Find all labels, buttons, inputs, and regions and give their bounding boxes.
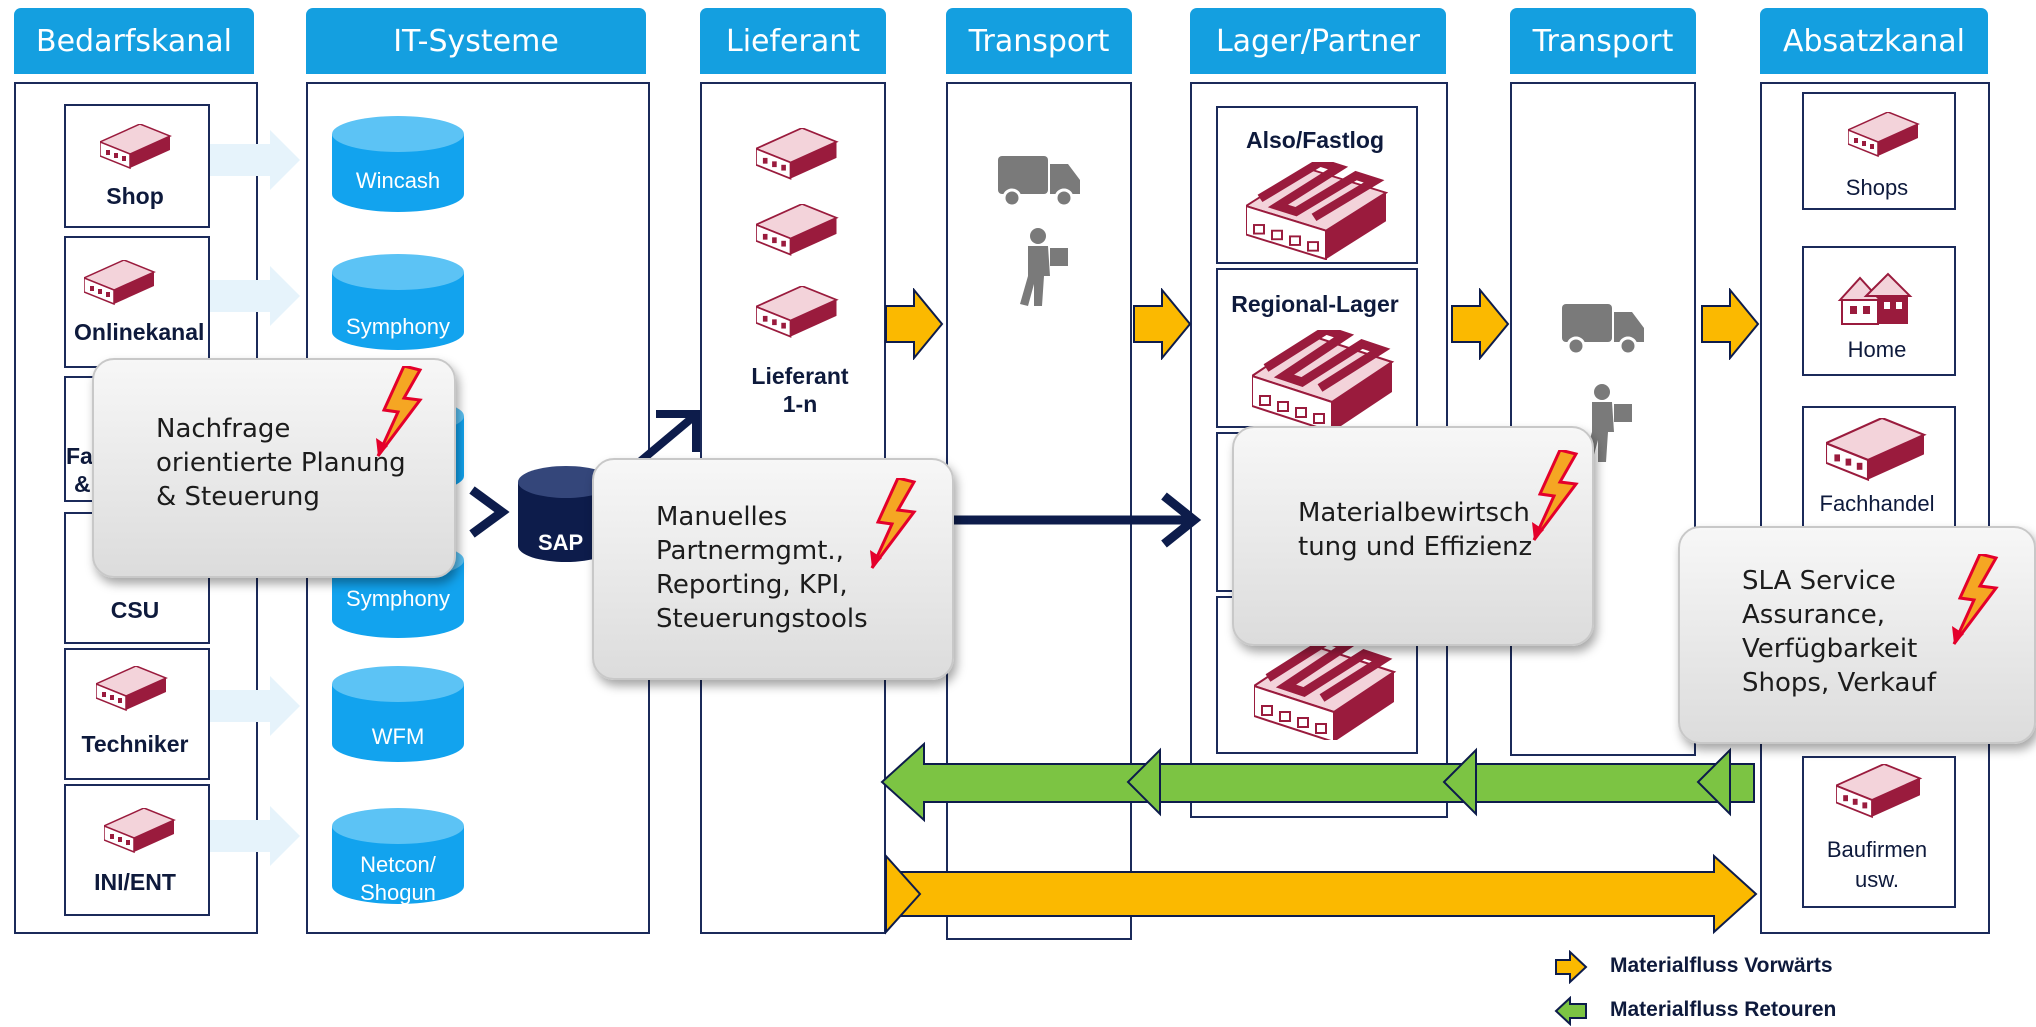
lieferant-label-count: 1-n [782,391,818,417]
bedarf-label-ini-ent: INI/ENT [94,869,176,895]
building-icon [84,260,155,305]
callout-manuelles-line-4: Steuerungstools [656,604,868,634]
db-label-symphony-1: Symphony [346,314,450,339]
truck-icon [998,156,1082,208]
callout-sla-line-2: Assurance, [1742,600,1886,630]
bedarf-label-amp: & [74,471,91,497]
header-transport-1: Transport [946,8,1132,74]
database-icon [332,116,464,212]
absatz-label-shops: Shops [1845,175,1909,200]
lightning-bolt-icon [1950,554,1998,646]
truck-icon [1562,304,1646,356]
bedarf-label-fa: Fa [66,443,93,469]
lightning-bolt-icon [868,478,916,570]
bedarf-label-csu: CSU [110,597,160,623]
building-icon [1826,418,1926,481]
callout-manuelles: Manuelles Partnermgmt., Reporting, KPI, … [592,458,954,680]
building-icon [104,808,175,853]
callout-sla-line-4: Shops, Verkauf [1742,668,1937,698]
lager-label-also-fastlog: Also/Fastlog [1245,127,1384,153]
header-bedarfskanal: Bedarfskanal [14,8,254,74]
absatz-label-fachhandel: Fachhandel [1819,491,1935,516]
database-icon [332,666,464,762]
db-label-wincash: Wincash [355,168,441,193]
building-icon [756,204,838,256]
callout-sla-line-3: Verfügbarkeit [1742,634,1918,664]
absatz-label-baufirmen: Baufirmen [1826,837,1928,862]
building-icon [96,666,167,711]
delivery-person-icon [1020,228,1068,306]
house-icon [1837,272,1913,325]
header-absatzkanal: Absatzkanal [1760,8,1988,74]
legend-forward-arrow-icon [1555,950,1588,984]
lager-label-regional: Regional-Lager [1231,291,1399,317]
db-label-netcon: Netcon/ [360,852,436,877]
callout-manuelles-line-3: Reporting, KPI, [656,570,848,600]
building-icon [1848,112,1919,157]
callout-nachfrage-line-1: Nachfrage [156,414,291,444]
callout-nachfrage: Nachfrage orientierte Planung & Steuerun… [92,358,456,578]
database-icon [332,254,464,350]
header-transport-2: Transport [1510,8,1696,74]
warehouse-icon [1254,640,1404,740]
callout-nachfrage-line-2: orientierte Planung [156,448,406,478]
db-label-wfm: WFM [371,724,425,749]
chevron-right-icon [469,486,510,538]
db-label-sap: SAP [538,530,584,555]
bedarf-label-techniker: Techniker [81,731,189,757]
callout-manuelles-line-1: Manuelles [656,502,788,532]
absatz-label-usw: usw. [1854,867,1900,892]
forward-arrow-lieferant-transport [885,288,944,360]
callout-nachfrage-line-3: & Steuerung [156,482,320,512]
database-icon [332,808,464,904]
callout-manuelles-line-2: Partnermgmt., [656,536,844,566]
forward-arrow-transport-lager [1133,288,1192,360]
forward-arrow-lager-transport [1451,288,1510,360]
building-icon [756,286,838,338]
db-label-shogun: Shogun [360,880,436,905]
bedarf-label-onlinekanal: Onlinekanal [74,319,205,345]
warehouse-icon [1252,330,1402,430]
warehouse-icon [1246,162,1388,260]
building-icon [1836,764,1921,818]
header-it-systeme: IT-Systeme [306,8,646,74]
legend-return-label: Materialfluss Retouren [1610,998,1837,1021]
callout-sla: SLA Service Assurance, Verfügbarkeit Sho… [1678,526,2036,744]
lightning-bolt-icon [1530,450,1578,542]
forward-arrow-transport-absatz [1701,288,1760,360]
navy-arrow-to-lager [950,492,1202,548]
callout-material: Materialbewirtsch tung und Effizienz [1232,426,1594,646]
lieferant-label: Lieferant [751,363,849,389]
legend-forward-label: Materialfluss Vorwärts [1610,954,1833,977]
callout-material-line-2: tung und Effizienz [1298,532,1533,562]
light-flow-arrows [200,130,300,866]
forward-flow-arrow [885,853,1758,935]
building-icon [756,128,838,180]
sap-database-icon [518,466,614,562]
callout-sla-line-1: SLA Service [1742,566,1896,596]
db-label-symphony-2: Symphony [346,586,450,611]
lightning-bolt-icon [374,366,422,458]
bedarf-label-shop: Shop [106,183,164,209]
building-icon [100,124,171,169]
return-flow-arrow [880,741,1755,823]
callout-material-line-1: Materialbewirtsch [1298,498,1530,528]
header-lieferant: Lieferant [700,8,886,74]
header-lager-partner: Lager/Partner [1190,8,1446,74]
absatz-label-home: Home [1847,337,1907,362]
legend-return-arrow-icon [1554,996,1587,1026]
